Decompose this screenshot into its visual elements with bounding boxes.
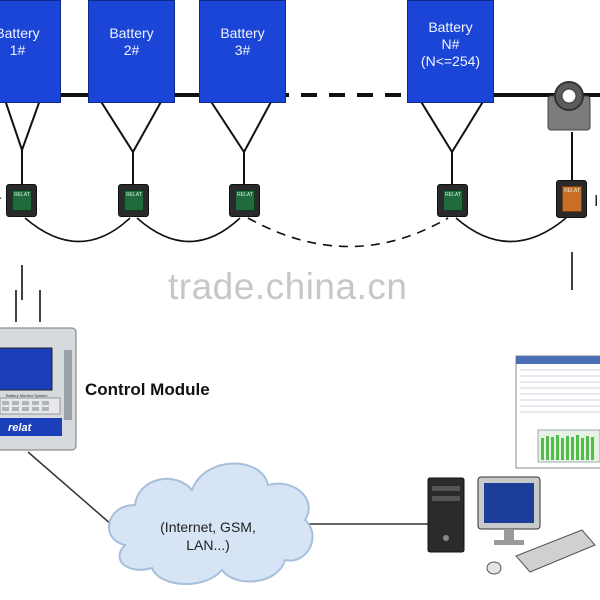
edge-text-right: I xyxy=(594,193,599,210)
module-brand: RELAT xyxy=(12,190,32,211)
relat-module-3: RELAT xyxy=(229,184,260,217)
battery-n: Battery N# (N<=254) xyxy=(407,0,494,103)
cloud-icon xyxy=(108,462,314,585)
module-brand: RELAT xyxy=(124,190,144,211)
current-sensor-icon xyxy=(547,81,591,131)
relat-module-1: RELAT xyxy=(6,184,37,217)
battery-label: Battery xyxy=(109,25,154,41)
module-brand: RELAT xyxy=(562,186,582,212)
control-module-brand: relat xyxy=(8,422,32,434)
cloud-label: (Internet, GSM, LAN...) xyxy=(143,518,273,554)
control-module-screen-title: Battery Monitor System xyxy=(6,393,48,398)
cloud-label-line2: LAN...) xyxy=(186,537,230,553)
battery-2: Battery 2# xyxy=(88,0,175,103)
computer-icon xyxy=(427,476,596,575)
battery-number: 2# xyxy=(123,42,140,58)
relat-module-2: RELAT xyxy=(118,184,149,217)
module-brand: RELAT xyxy=(443,190,463,211)
relat-module-n: RELAT xyxy=(437,184,468,217)
battery-label: Battery xyxy=(428,19,473,35)
watermark: trade.china.cn xyxy=(168,266,408,307)
battery-number: 3# xyxy=(234,42,251,58)
battery-label: Battery xyxy=(220,25,265,41)
module-brand: RELAT xyxy=(235,190,255,211)
edge-text-left: r xyxy=(0,193,1,211)
battery-1: Battery 1# xyxy=(0,0,61,103)
battery-limit: (N<=254) xyxy=(420,53,481,69)
cloud-label-line1: (Internet, GSM, xyxy=(160,519,256,535)
control-module-icon xyxy=(0,327,77,451)
battery-number: N# xyxy=(441,36,460,52)
control-module-label: Control Module xyxy=(85,380,210,399)
battery-label: Battery xyxy=(0,25,40,41)
current-module: RELAT xyxy=(556,180,587,218)
battery-3: Battery 3# xyxy=(199,0,286,103)
module-chain xyxy=(15,217,573,322)
sense-wires xyxy=(4,99,573,184)
monitor-software-icon xyxy=(515,355,600,469)
battery-number: 1# xyxy=(9,42,26,58)
